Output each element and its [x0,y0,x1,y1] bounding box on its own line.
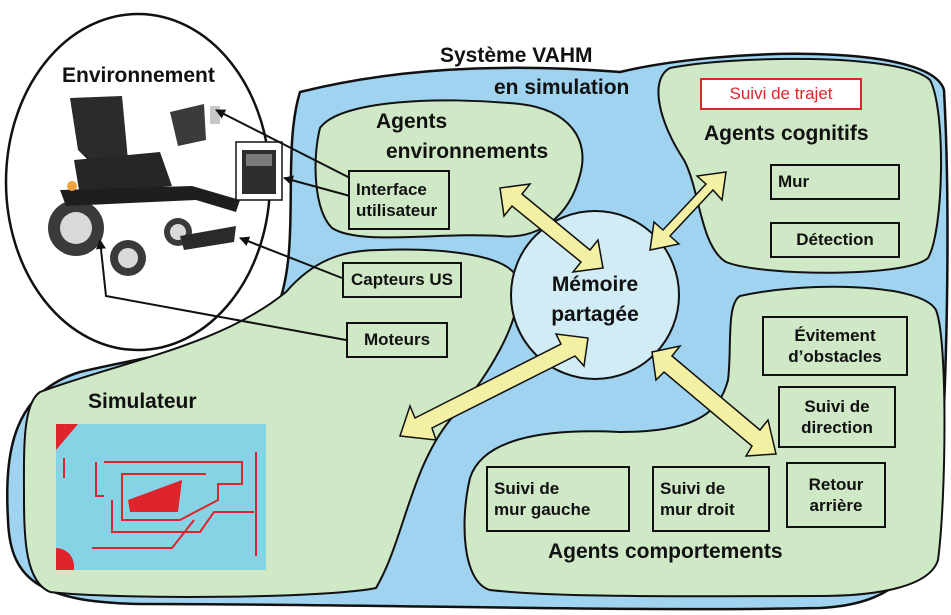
motors-box: Moteurs [346,322,448,358]
obstacle-avoidance-box: Évitement d’obstacles [762,316,908,376]
connector-interface-device [283,175,351,197]
arrow-env-agents-memory [499,183,604,273]
cognitive-agents-title: Agents cognitifs [704,122,869,145]
shared-memory-title: Mémoire partagée [551,273,639,327]
path-following-box: Suivi de trajet [700,78,862,110]
connector-motors [95,239,347,341]
behavior-agents-title: Agents comportements [548,540,783,563]
environment-agents-title-line1: Agents [376,110,448,133]
connector-interface-top [215,109,351,179]
wall-box: Mur [770,164,900,200]
system-title-line2: en simulation [494,76,630,99]
environment-agents-title-line2: environnements [386,140,549,163]
simulator-map [56,424,266,570]
arrow-simulator-memory [398,333,589,441]
connector-us-sensors [239,236,343,279]
environment-title: Environnement [62,64,215,87]
wheelchair-image [48,96,240,276]
shared-memory-circle [510,210,680,380]
arrow-behavior-memory [651,344,777,457]
right-wall-following-box: Suivi de mur droit [652,466,770,532]
interface-device-image [235,141,283,201]
system-title-line1: Système VAHM [440,44,593,67]
user-interface-box: Interface utilisateur [348,170,450,230]
hardware-connectors [95,109,351,341]
left-wall-following-box: Suivi de mur gauche [486,466,630,532]
arrow-cognitive-memory [649,171,727,251]
communication-arrows [398,171,777,457]
detection-box: Détection [770,222,900,258]
direction-following-box: Suivi de direction [778,386,896,448]
reverse-box: Retour arrière [786,462,886,528]
us-sensors-box: Capteurs US [342,262,462,298]
simulator-title: Simulateur [88,390,197,413]
